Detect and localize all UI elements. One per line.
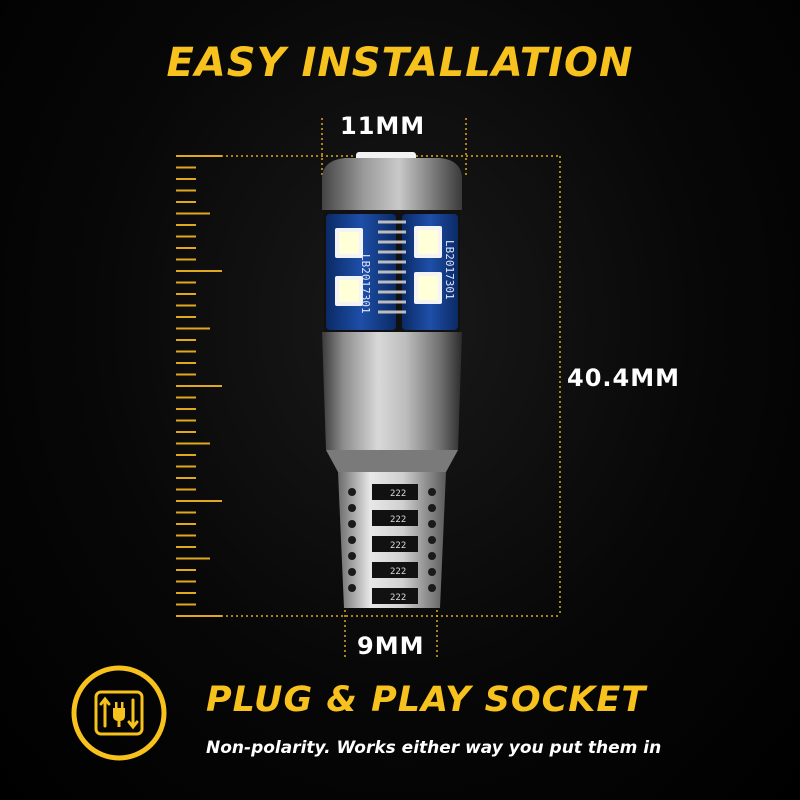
feature-title: PLUG & PLAY SOCKET [206,680,647,720]
ruler [176,155,222,617]
resistor-code: 222 [390,593,406,603]
chip-code-right: LB2017301 [443,240,456,300]
led-bulb: LB2017301 LB2017301 222 222 222 222 222 [322,152,462,608]
led-chips [335,226,442,306]
plug-swap-icon [71,665,167,761]
resistor-code: 222 [390,489,406,499]
body-taper [326,450,458,472]
base-holes [348,488,436,592]
resistor-code: 222 [390,567,406,577]
height-label: 40.4MM [567,364,680,392]
feature-description: Non-polarity. Works either way you put t… [206,738,662,758]
headline: EASY INSTALLATION [166,40,634,86]
base-resistors: 222 222 222 222 222 [372,484,418,604]
chip-code-left: LB2017301 [359,254,372,314]
resistor-code: 222 [390,541,406,551]
resistor-code: 222 [390,515,406,525]
aluminum-body [322,332,462,450]
base-width-label: 9MM [357,632,425,660]
top-width-label: 11MM [340,112,426,140]
top-cap [322,158,462,210]
